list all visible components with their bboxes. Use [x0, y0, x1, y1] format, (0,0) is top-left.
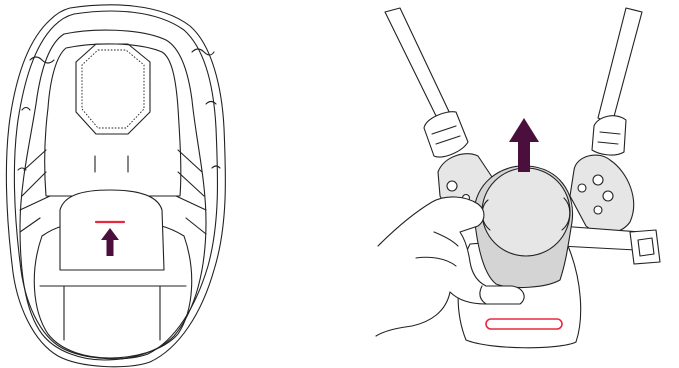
- buckle-tongue-right-slots: [597, 131, 621, 145]
- clip-pivot-right-1: [592, 174, 604, 186]
- up-arrow-icon: [509, 118, 539, 172]
- shoulder-strap-left: [384, 7, 453, 125]
- buckle-tongue-right: [591, 115, 627, 156]
- release-indicator-slot: [485, 318, 563, 330]
- lap-strap-adjuster: [629, 229, 661, 265]
- seat-cover-illustration: [5, 4, 226, 368]
- seat-backrest-panel: [44, 43, 182, 197]
- shoulder-strap-right: [597, 7, 643, 125]
- buckle-tongue-left-slots: [431, 125, 461, 145]
- harness-buckle-illustration: [375, 7, 661, 349]
- seat-window-frame: [75, 43, 151, 135]
- clip-pivot-right-3: [593, 205, 603, 215]
- hand-fingers: [375, 196, 525, 337]
- lap-strap-adjuster-slot: [637, 237, 655, 257]
- buckle-tongue-left: [423, 111, 469, 158]
- lap-strap-right: [559, 225, 641, 251]
- seat-window-stitching: [81, 49, 145, 129]
- up-arrow-icon: [101, 228, 119, 256]
- clip-pivot-right-2: [602, 190, 614, 202]
- clip-rivet-right: [577, 183, 587, 193]
- seat-side-panel-lines: [19, 149, 207, 235]
- seat-shell-wave: [17, 48, 221, 171]
- buckle-release-button: [481, 167, 571, 257]
- seat-outer-shell: [5, 4, 226, 368]
- shoulder-clip-right: [569, 154, 635, 234]
- seat-crotch-flap: [59, 189, 165, 271]
- hand-finger-lines: [415, 231, 487, 305]
- clip-pivot-left: [446, 180, 458, 192]
